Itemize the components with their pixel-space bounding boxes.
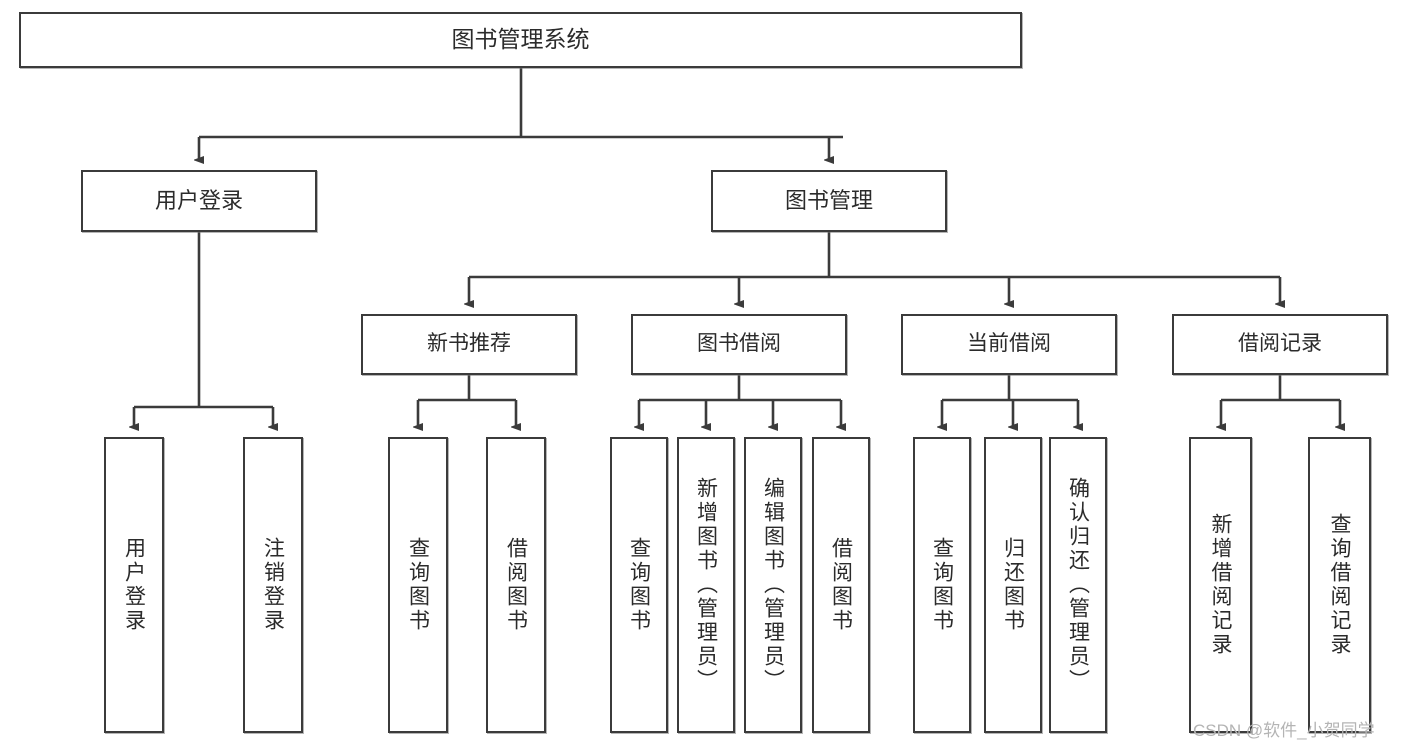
leaf-query-book-current[interactable]: 查询图书 <box>913 437 971 733</box>
leaf-query-book-recommend-label: 查询图书 <box>406 537 430 633</box>
node-book-borrow[interactable]: 图书借阅 <box>631 314 847 375</box>
leaf-borrow-book-recommend-label: 借阅图书 <box>504 537 528 633</box>
leaf-query-borrow-record-label: 查询借阅记录 <box>1328 513 1351 657</box>
leaf-borrow-book-label: 借阅图书 <box>829 537 853 633</box>
leaf-edit-book-admin-label: 编辑图书（管理员） <box>761 477 785 693</box>
node-book-management[interactable]: 图书管理 <box>711 170 947 232</box>
node-book-management-label: 图书管理 <box>784 188 873 214</box>
node-current-borrow-label: 当前借阅 <box>967 332 1051 356</box>
leaf-borrow-book-recommend[interactable]: 借阅图书 <box>486 437 546 733</box>
leaf-query-book-current-label: 查询图书 <box>930 537 954 633</box>
leaf-add-borrow-record-label: 新增借阅记录 <box>1209 513 1232 657</box>
node-root[interactable]: 图书管理系统 <box>19 12 1022 68</box>
node-root-label: 图书管理系统 <box>451 26 590 53</box>
leaf-add-book-admin-label: 新增图书（管理员） <box>694 477 718 693</box>
node-user-login[interactable]: 用户登录 <box>81 170 317 232</box>
leaf-query-borrow-record[interactable]: 查询借阅记录 <box>1308 437 1371 733</box>
leaf-confirm-return-admin-label: 确认归还（管理员） <box>1066 477 1090 693</box>
leaf-logout[interactable]: 注销登录 <box>243 437 303 733</box>
node-book-borrow-label: 图书借阅 <box>697 332 781 356</box>
node-current-borrow[interactable]: 当前借阅 <box>901 314 1117 375</box>
leaf-add-borrow-record[interactable]: 新增借阅记录 <box>1189 437 1252 733</box>
leaf-user-login-label: 用户登录 <box>122 537 146 633</box>
leaf-user-login[interactable]: 用户登录 <box>104 437 164 733</box>
leaf-query-book-borrow-label: 查询图书 <box>627 537 651 633</box>
leaf-query-book-recommend[interactable]: 查询图书 <box>388 437 448 733</box>
node-borrow-record[interactable]: 借阅记录 <box>1172 314 1388 375</box>
leaf-add-book-admin[interactable]: 新增图书（管理员） <box>677 437 735 733</box>
leaf-query-book-borrow[interactable]: 查询图书 <box>610 437 668 733</box>
leaf-borrow-book[interactable]: 借阅图书 <box>812 437 870 733</box>
node-borrow-record-label: 借阅记录 <box>1238 332 1322 356</box>
node-new-book-recommend[interactable]: 新书推荐 <box>361 314 577 375</box>
leaf-edit-book-admin[interactable]: 编辑图书（管理员） <box>744 437 802 733</box>
leaf-confirm-return-admin[interactable]: 确认归还（管理员） <box>1049 437 1107 733</box>
leaf-return-book[interactable]: 归还图书 <box>984 437 1042 733</box>
node-user-login-label: 用户登录 <box>154 188 243 214</box>
leaf-return-book-label: 归还图书 <box>1001 537 1025 633</box>
leaf-logout-label: 注销登录 <box>261 537 285 633</box>
node-new-book-recommend-label: 新书推荐 <box>427 332 511 356</box>
csdn-watermark: CSDN @软件_小贺同学 <box>1193 721 1375 740</box>
